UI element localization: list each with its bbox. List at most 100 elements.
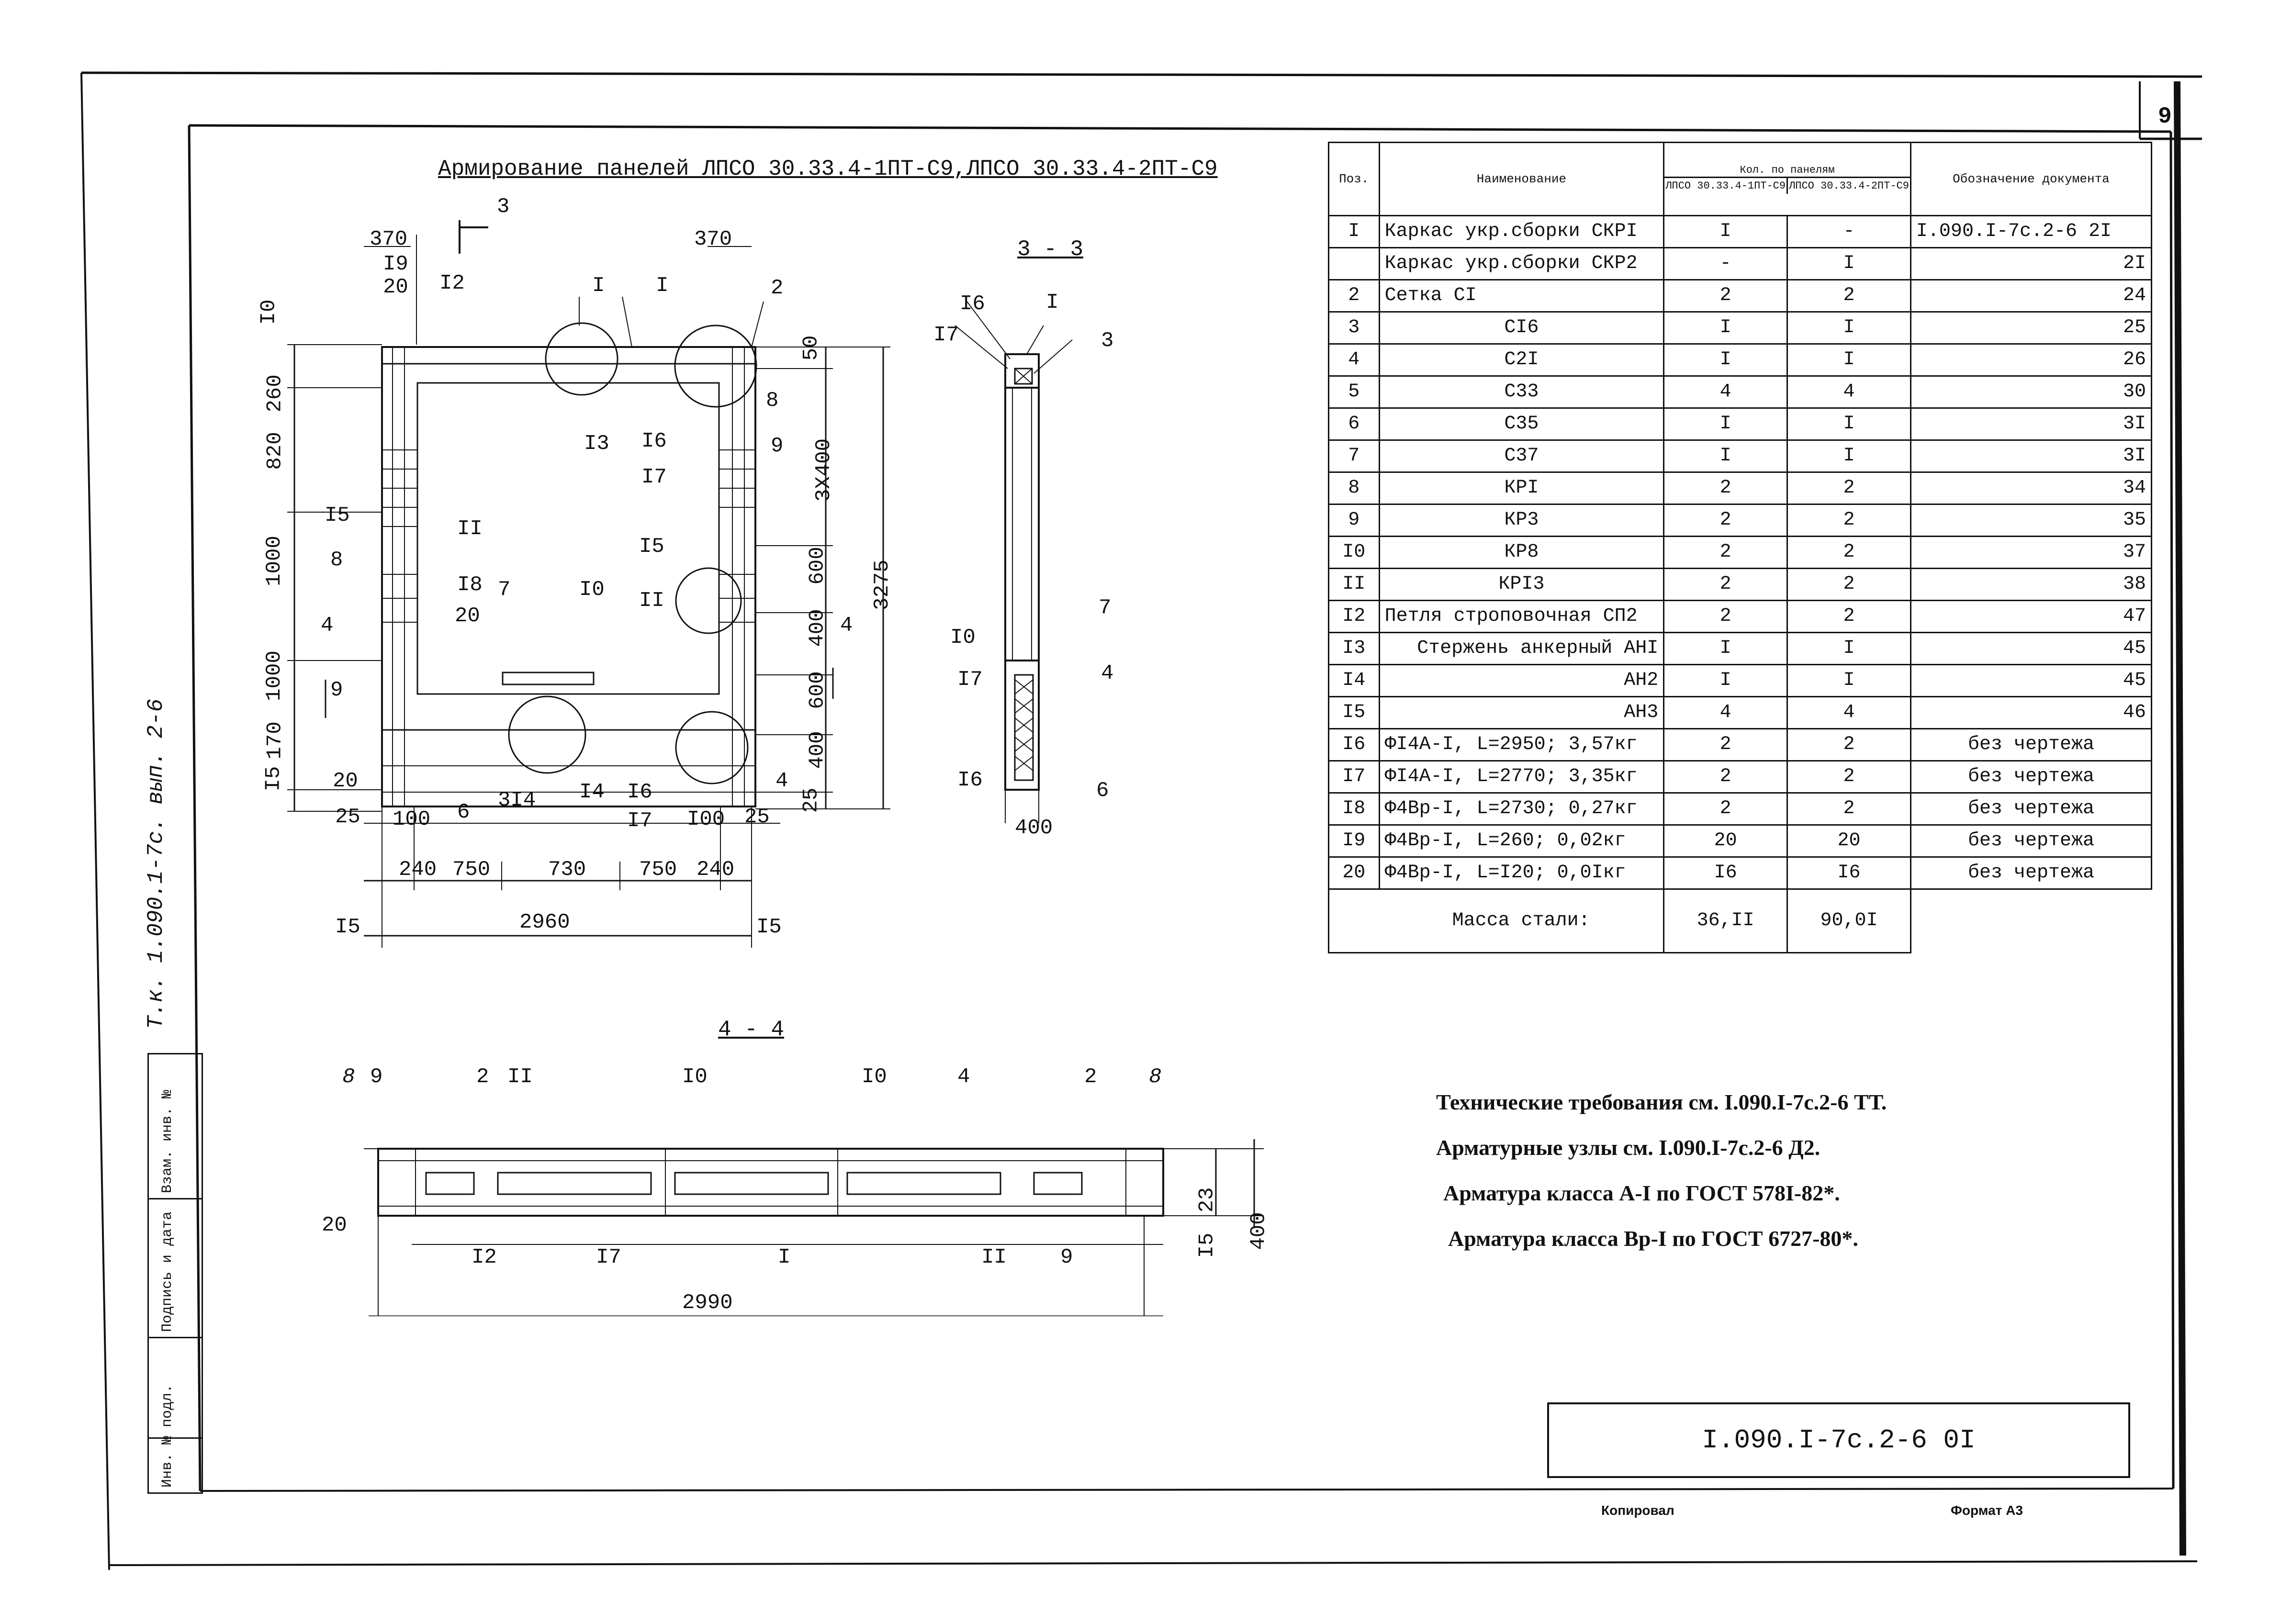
- dim-1000a: 1000: [262, 536, 286, 586]
- spec-cell-q1: -: [1663, 247, 1788, 280]
- spec-cell-name: Каркас укр.сборки СКРI: [1378, 215, 1665, 248]
- s33-callout-3: 3: [1101, 329, 1114, 353]
- spec-cell-q1: 2: [1663, 600, 1788, 633]
- dim-b750-right: 750: [639, 858, 677, 882]
- s44-callout-9: 9: [370, 1065, 383, 1089]
- s33-callout-4: 4: [1101, 661, 1114, 685]
- note-1: Технические требования см. I.090.I-7c.2-…: [1436, 1090, 1887, 1114]
- callout-18: I8: [457, 573, 483, 597]
- s33-callout-10: I0: [950, 626, 976, 650]
- dim-25-right: 25: [799, 787, 823, 813]
- section-33-drawing: [955, 301, 1073, 823]
- sidebar-replace-inv: Взам. инв. №: [159, 1089, 176, 1193]
- spec-cell-name: С37: [1378, 439, 1665, 473]
- callout-9-right: 9: [771, 434, 784, 458]
- section-mark-4-right: 4: [840, 614, 853, 638]
- s44-callout-10-a: I0: [682, 1065, 708, 1089]
- section-mark-4-left: 4: [321, 614, 334, 638]
- spec-cell-pos: I5: [1328, 696, 1380, 729]
- spec-cell-q2: 2: [1786, 471, 1911, 505]
- s44-callout-17: I7: [596, 1245, 621, 1269]
- spec-cell-doc: 46: [1910, 696, 2153, 729]
- dim-top-right-370: 370: [694, 227, 732, 251]
- dim-b730: 730: [548, 858, 586, 882]
- spec-cell-pos: 5: [1328, 375, 1380, 409]
- main-view-drawing: [287, 220, 890, 948]
- callout-14: I4: [579, 780, 605, 804]
- spec-cell-q1: I: [1663, 632, 1788, 665]
- s44-callout-12: I2: [472, 1245, 497, 1269]
- spec-cell-name: С2I: [1378, 343, 1665, 377]
- spec-cell-name: КР8: [1378, 536, 1665, 569]
- s44-callout-8-left: 8: [342, 1065, 355, 1089]
- spec-cell-name: С33: [1378, 375, 1665, 409]
- spec-cell-q2: 2: [1786, 279, 1911, 313]
- spec-header-qty-group: Кол. по панелям: [1740, 164, 1835, 177]
- callout-15-left: I5: [325, 504, 350, 527]
- callout-19: I9: [383, 252, 408, 276]
- spec-cell-doc: 34: [1910, 471, 2153, 505]
- section-mark-3: 3: [497, 195, 510, 219]
- spec-cell-pos: 9: [1328, 504, 1380, 537]
- dim-600b: 600: [805, 671, 830, 709]
- dim-b240-left: 240: [399, 858, 437, 882]
- spec-cell-q1: 2: [1663, 504, 1788, 537]
- callout-6: 6: [457, 800, 470, 824]
- spec-cell-doc: 47: [1910, 600, 2153, 633]
- spec-cell-q2: 2: [1786, 760, 1911, 794]
- callout-7: 7: [498, 578, 511, 602]
- spec-cell-name: Ф4Вр-I, L=I20; 0,0Iкг: [1378, 856, 1665, 890]
- dim-top-left-370: 370: [370, 227, 408, 251]
- dim-15-left: I5: [261, 766, 286, 792]
- s44-callout-9-low: 9: [1060, 1245, 1073, 1269]
- spec-cell-q1: I: [1663, 311, 1788, 345]
- spec-cell-pos: I4: [1328, 664, 1380, 697]
- spec-cell-q1: 2: [1663, 471, 1788, 505]
- s44-callout-11: II: [507, 1065, 533, 1089]
- spec-cell-doc: 45: [1910, 632, 2153, 665]
- spec-cell-pos: I: [1328, 215, 1380, 248]
- spec-cell-q1: 2: [1663, 792, 1788, 826]
- spec-cell-q2: I: [1786, 247, 1911, 280]
- dim-50: 50: [799, 335, 823, 361]
- spec-cell-pos: I6: [1328, 728, 1380, 762]
- dim-400a: 400: [805, 609, 830, 647]
- dim-b25-left: 25: [335, 805, 360, 829]
- dim-3275: 3275: [870, 560, 894, 610]
- spec-cell-doc: 2I: [1910, 247, 2153, 280]
- document-code: I.090.I-7c.2-6 0I: [1702, 1425, 1976, 1456]
- spec-cell-pos: I0: [1328, 536, 1380, 569]
- spec-cell-pos: 7: [1328, 439, 1380, 473]
- spec-cell-doc: без чертежа: [1910, 856, 2153, 890]
- spec-cell-q1: 2: [1663, 760, 1788, 794]
- spec-cell-q1: 2: [1663, 568, 1788, 601]
- spec-cell-pos: 6: [1328, 407, 1380, 441]
- note-3: Арматура класса А-I по ГОСТ 578I-82*.: [1443, 1181, 1840, 1205]
- spec-cell-doc: 26: [1910, 343, 2153, 377]
- spec-cell-q2: I: [1786, 311, 1911, 345]
- spec-cell-pos: I3: [1328, 632, 1380, 665]
- spec-cell-pos: I8: [1328, 792, 1380, 826]
- spec-cell-pos: I2: [1328, 600, 1380, 633]
- callout-10-top: I0: [257, 299, 281, 325]
- section-33-title: 3 - 3: [1017, 237, 1084, 262]
- note-4: Арматура класса Вр-I по ГОСТ 6727-80*.: [1448, 1226, 1858, 1251]
- spec-cell-doc: без чертежа: [1910, 760, 2153, 794]
- spec-cell-doc: 45: [1910, 664, 2153, 697]
- s44-dim-2990: 2990: [682, 1291, 733, 1315]
- spec-cell-q2: 2: [1786, 792, 1911, 826]
- dim-b240-right: 240: [697, 858, 735, 882]
- spec-cell-q1: 2: [1663, 279, 1788, 313]
- s44-callout-20: 20: [322, 1213, 347, 1237]
- spec-cell-q2: 2: [1786, 568, 1911, 601]
- sheet-number: 9: [2158, 104, 2172, 130]
- s44-callout-4: 4: [957, 1065, 970, 1089]
- callout-10-mid: I0: [579, 578, 605, 602]
